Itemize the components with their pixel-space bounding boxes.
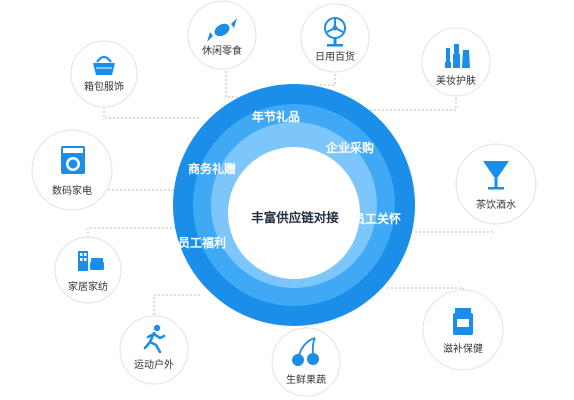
svg-text:茶饮酒水: 茶饮酒水 — [476, 198, 516, 211]
svg-text:箱包服饰: 箱包服饰 — [84, 80, 124, 93]
svg-text:运动户外: 运动户外 — [134, 358, 174, 371]
category-node-bags-apparel: 箱包服饰 — [70, 40, 138, 108]
svg-text:日用百货: 日用百货 — [315, 50, 355, 63]
svg-text:生鲜果蔬: 生鲜果蔬 — [286, 373, 326, 386]
runner-icon — [143, 324, 166, 354]
washing-machine-icon — [61, 146, 85, 174]
center-disc — [228, 147, 360, 279]
central-rings — [173, 84, 415, 326]
category-node-health-supplements: 滋补保健 — [422, 289, 504, 371]
ring-label-enterprise-purchase: 企业采购 — [325, 140, 374, 155]
category-node-home-textiles: 家居家纺 — [54, 236, 122, 304]
category-node-fresh-produce: 生鲜果蔬 — [271, 327, 341, 397]
ring-label-business-gifts: 商务礼赠 — [188, 161, 236, 176]
cherry-icon — [292, 337, 319, 366]
ring-label-employee-care: 员工关怀 — [353, 211, 401, 226]
supplement-jar-icon — [453, 308, 473, 335]
center-label: 丰富供应链对接 — [251, 210, 339, 225]
svg-text:休闲零食: 休闲零食 — [202, 44, 242, 57]
ring-label-annual-gifts: 年节礼品 — [252, 109, 300, 124]
category-node-snacks: 休闲零食 — [187, 0, 257, 70]
svg-text:美妆护肤: 美妆护肤 — [436, 74, 476, 87]
cocktail-glass-icon — [483, 161, 509, 190]
category-node-cosmetics: 美妆护肤 — [421, 27, 491, 97]
category-node-sports-outdoor: 运动户外 — [119, 315, 189, 385]
ring-label-employee-welfare: 员工福利 — [178, 235, 226, 250]
fan-icon — [324, 17, 346, 47]
candy-icon — [207, 18, 237, 42]
category-node-daily-goods: 日用百货 — [300, 3, 370, 73]
cosmetics-icon — [445, 44, 470, 68]
sofa-icon — [78, 251, 104, 271]
category-node-beverages: 茶饮酒水 — [455, 143, 537, 225]
category-node-electronics: 数码家电 — [31, 129, 113, 211]
handbag-icon — [93, 55, 115, 75]
svg-text:家居家纺: 家居家纺 — [68, 280, 108, 293]
svg-text:滋补保健: 滋补保健 — [443, 342, 483, 355]
svg-text:数码家电: 数码家电 — [52, 184, 92, 197]
